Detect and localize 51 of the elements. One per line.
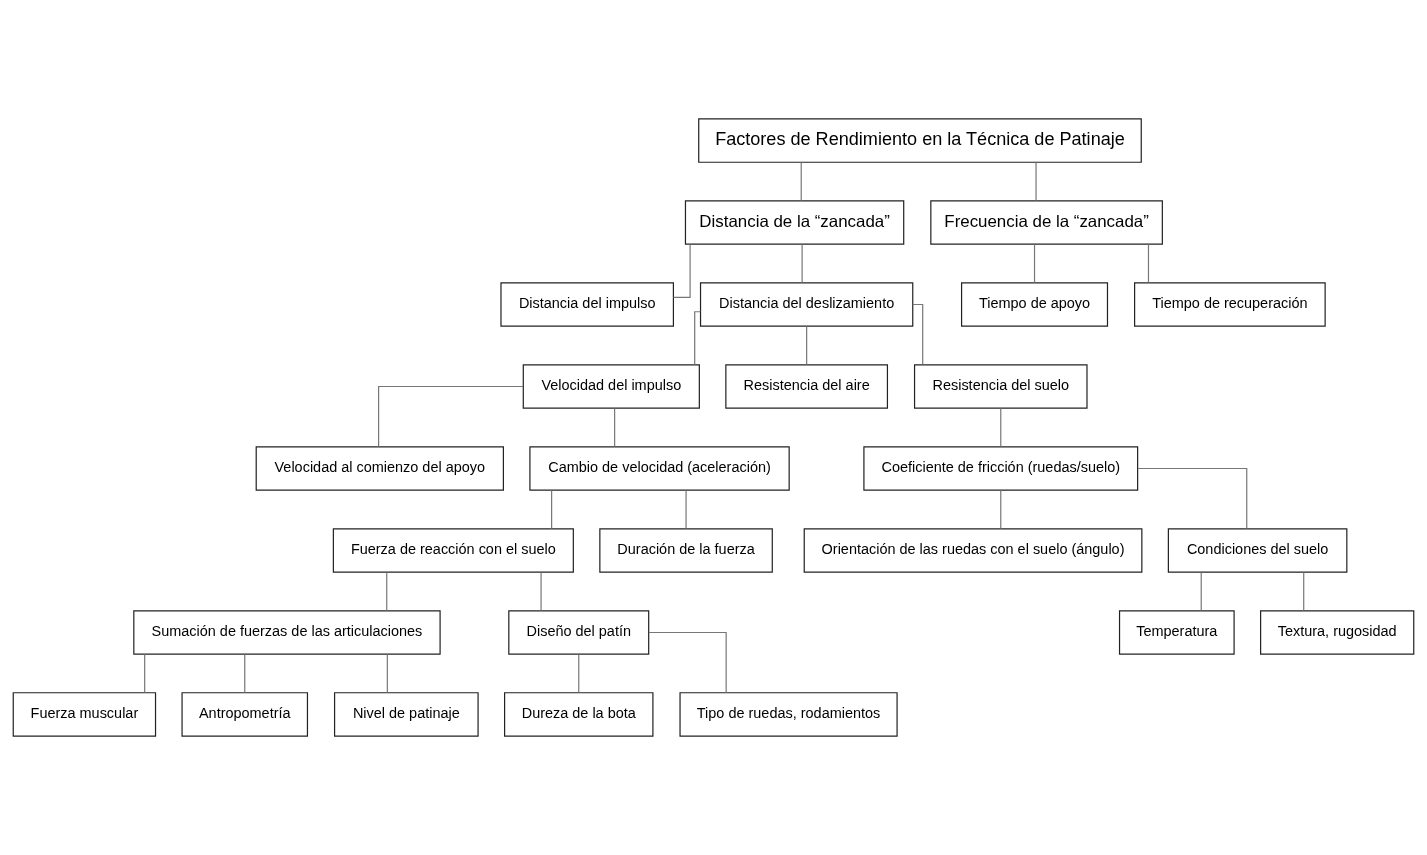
connector — [1147, 243, 1150, 284]
node-box: Sumación de fuerzas de las articulaciones — [133, 610, 441, 655]
node-box: Tipo de ruedas, rodamientos — [679, 692, 898, 737]
connector — [540, 571, 542, 612]
connector — [378, 385, 524, 448]
connector — [806, 325, 808, 366]
connector — [672, 243, 691, 298]
node-box: Textura, rugosidad — [1260, 610, 1415, 655]
node-box: Fuerza de reacción con el suelo — [332, 528, 574, 573]
node-box: Orientación de las ruedas con el suelo (ángulo) — [803, 528, 1143, 573]
node-box: Duración de la fuerza — [599, 528, 773, 573]
connector — [1035, 161, 1037, 202]
connector — [244, 653, 246, 694]
connector — [1000, 407, 1002, 448]
connector — [614, 407, 616, 448]
node-box: Distancia de la “zancada” — [684, 200, 905, 245]
node-box: Velocidad al comienzo del apoyo — [255, 446, 504, 491]
connector — [1137, 467, 1248, 530]
connector — [144, 653, 146, 694]
connector — [648, 631, 727, 694]
connector — [1303, 571, 1305, 612]
node-box: Resistencia del suelo — [913, 364, 1088, 409]
connector — [578, 653, 580, 694]
connector — [1200, 571, 1202, 612]
node-box: Coeficiente de fricción (ruedas/suelo) — [863, 446, 1139, 491]
node-box: Frecuencia de la “zancada” — [930, 200, 1163, 245]
node-box: Cambio de velocidad (aceleración) — [529, 446, 790, 491]
node-box: Dureza de la bota — [504, 692, 654, 737]
connector — [386, 571, 388, 612]
node-box: Velocidad del impulso — [522, 364, 700, 409]
node-box: Distancia del impulso — [500, 282, 674, 327]
node-box: Diseño del patín — [508, 610, 650, 655]
node-box: Resistencia del aire — [725, 364, 889, 409]
connector — [912, 303, 924, 366]
node-box: Condiciones del suelo — [1167, 528, 1348, 573]
node-box: Fuerza muscular — [12, 692, 157, 737]
node-box: Factores de Rendimiento en la Técnica de Patinaje — [698, 118, 1142, 163]
node-box: Nivel de patinaje — [334, 692, 479, 737]
node-box: Temperatura — [1118, 610, 1235, 655]
connector — [685, 489, 687, 530]
node-box: Tiempo de apoyo — [961, 282, 1109, 327]
node-box: Tiempo de recuperación — [1134, 282, 1326, 327]
connector — [1033, 243, 1036, 284]
connector — [1000, 489, 1002, 530]
connector — [694, 311, 702, 366]
connector — [551, 489, 553, 530]
connector — [386, 653, 388, 694]
connector — [801, 243, 803, 284]
connector — [800, 161, 802, 202]
node-box: Antropometría — [181, 692, 309, 737]
node-box: Distancia del deslizamiento — [699, 282, 914, 327]
